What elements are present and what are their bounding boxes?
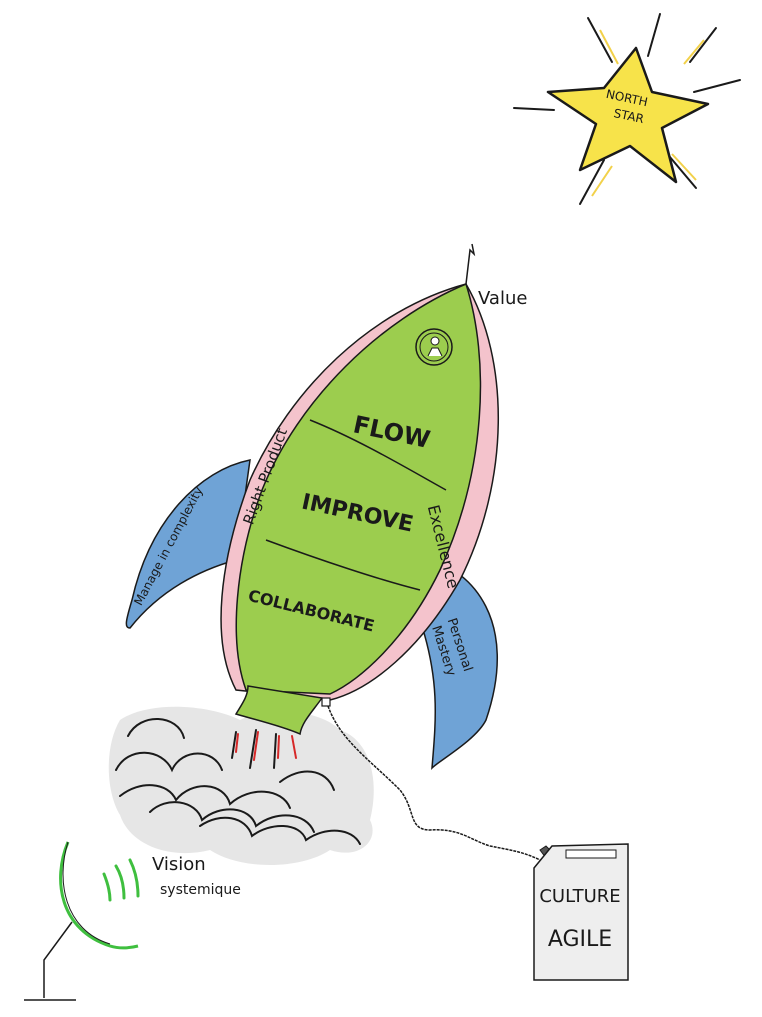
antenna: Vision systemique: [24, 841, 241, 1001]
fuel-hose: [327, 705, 541, 861]
fuel-tank-handle: [565, 849, 617, 859]
value-label: Value: [478, 288, 527, 309]
fuel-tank-label-1: CULTURE: [539, 886, 620, 907]
astronaut-icon: [430, 336, 440, 346]
north-star-label-2: STAR: [612, 106, 645, 126]
fuel-tank-label-2: AGILE: [548, 927, 612, 952]
porthole-ring: [419, 332, 449, 362]
left-fin: [125, 459, 251, 629]
porthole-window: [415, 328, 453, 366]
star-glow: [591, 29, 705, 197]
antenna-stand: [43, 921, 73, 998]
rocket-inner-body: [235, 282, 482, 695]
nose-spike: [465, 243, 476, 285]
section-divider-2: [265, 539, 421, 591]
rocket: FLOW IMPROVE COLLABORATE Right Product E…: [125, 243, 499, 770]
engine-nozzle: [234, 685, 324, 736]
fuel-tank: CULTURE AGILE: [533, 843, 629, 981]
fuel-port: [321, 697, 331, 707]
north-star: NORTH STAR: [513, 13, 741, 205]
vision-label-2: systemique: [160, 882, 241, 898]
astronaut-body: [427, 347, 443, 357]
smoke-lines: [115, 718, 361, 845]
antenna-dish-outline: [62, 841, 111, 945]
smoke-cloud: [108, 706, 374, 865]
section-divider-1: [309, 419, 447, 491]
antenna-dish: [59, 841, 139, 950]
engine-flames: [231, 729, 297, 769]
porthole: [415, 328, 453, 366]
fuel-tank-body: [533, 843, 629, 981]
signal-waves: [102, 858, 140, 902]
star-shape: [546, 46, 710, 184]
vision-label-1: Vision: [152, 854, 206, 875]
